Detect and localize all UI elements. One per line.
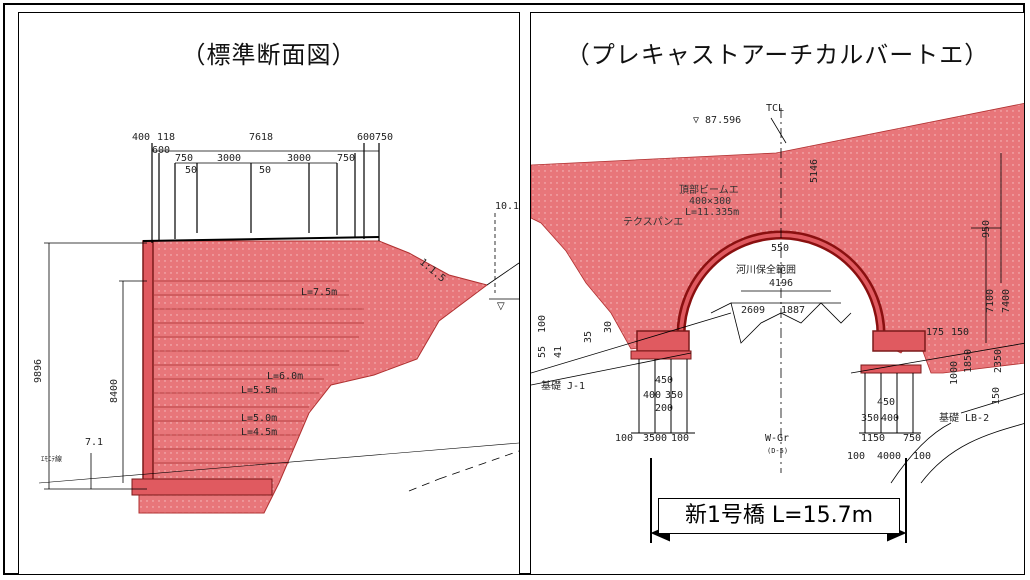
dim-118: 118 [157, 132, 175, 143]
dim-50-a: 50 [185, 165, 197, 176]
dim-2609: 2609 [741, 305, 765, 316]
retaining-wall [142, 240, 154, 490]
dim-1850: 1850 [963, 349, 974, 373]
left-footing [636, 330, 690, 352]
anchor-lines [153, 280, 364, 464]
small-note: ｴﾓﾆﾃ線 [41, 454, 62, 463]
texus-label: テクスパンエ [623, 216, 683, 228]
dim-100e: 100 [537, 315, 548, 333]
dim-100-b: 100 [671, 433, 689, 444]
tcl-label: TCL [766, 103, 784, 114]
dim-750-mid: 750 [337, 153, 355, 164]
arch-culvert-title: （プレキャストアーチカルバートエ） [565, 41, 990, 69]
dim-5146: 5146 [809, 159, 820, 183]
standard-section-drawing: 400 118 7618 600 750 600 750 3000 3000 7… [33, 132, 519, 514]
dim-400-r: 400 [881, 413, 899, 424]
dimension-lines [38, 213, 519, 492]
wgr-label: W-Gr [765, 433, 789, 444]
right-footing [872, 330, 926, 352]
dim-400: 400 [132, 132, 150, 143]
dim-1000: 1000 [949, 361, 960, 385]
dim-9896: 9896 [33, 359, 44, 383]
foundation-left: 基礎 J-1 [541, 379, 585, 392]
foundation-right: 基礎 LB-2 [939, 411, 989, 424]
beam-label-3: L=11.335m [685, 207, 739, 218]
piles [631, 359, 921, 434]
dim-600-left: 600 [152, 145, 170, 156]
right-base [860, 364, 922, 374]
dim-55: 55 [537, 346, 548, 358]
dim-3500: 3500 [643, 433, 667, 444]
standard-section-panel: （標準断面図） [18, 12, 520, 575]
dim-450: 450 [655, 375, 673, 386]
dim-150: 150 [951, 327, 969, 338]
dim-350-r: 350 [861, 413, 879, 424]
dim-100-c: 100 [847, 451, 865, 462]
reference-lines [531, 108, 1024, 484]
beam-label-1: 頂部ビームエ [679, 183, 739, 196]
anchor-length-4-5: L=4.5m [241, 427, 277, 438]
river-label: 河川保全範囲 [736, 263, 796, 276]
water-level-icon: ▽ [497, 301, 505, 312]
dim-3000-b: 3000 [287, 153, 311, 164]
dim-8400: 8400 [109, 379, 120, 403]
wgr-sub-label: (D-5) [767, 447, 788, 455]
dim-50-b: 50 [259, 165, 271, 176]
anchor-length-6-0: L=6.0m [267, 371, 303, 382]
dim-30: 30 [603, 321, 614, 333]
dim-175: 175 [926, 327, 944, 338]
dim-1887: 1887 [781, 305, 805, 316]
wall-footing [131, 478, 273, 496]
dim-400: 400 [643, 390, 661, 401]
beam-label-2: 400×300 [689, 196, 731, 207]
dim-550: 550 [771, 243, 789, 254]
embankment-fill [138, 240, 489, 514]
dim-7400: 7400 [1001, 289, 1012, 313]
railing-structure [142, 143, 380, 243]
dim-100-a: 100 [615, 433, 633, 444]
dim-4000: 4000 [877, 451, 901, 462]
dim-150b: 150 [991, 387, 1002, 405]
dim-200: 200 [655, 403, 673, 414]
anchor-length-5-5: L=5.5m [241, 385, 277, 396]
arch-culvert-drawing: ▽ 87.596 TCL 5146 頂部ビームエ 400×300 L=11.33… [531, 102, 1024, 543]
dim-750-right: 750 [375, 132, 393, 143]
dim-350: 350 [665, 390, 683, 401]
dim-1150: 1150 [861, 433, 885, 444]
dim-750-r: 750 [903, 433, 921, 444]
standard-section-title: （標準断面図） [181, 41, 357, 69]
dim-3000-a: 3000 [217, 153, 241, 164]
dim-7100: 7100 [985, 289, 996, 313]
elevation-label: ▽ 87.596 [693, 115, 741, 126]
dim-2350: 2350 [993, 349, 1004, 373]
dim-950: 950 [981, 220, 992, 238]
anchor-length-5-0: L=5.0m [241, 413, 277, 424]
dim-450-r: 450 [877, 397, 895, 408]
dim-41: 41 [553, 346, 564, 358]
dim-100-d: 100 [913, 451, 931, 462]
dim-600-right: 600 [357, 132, 375, 143]
dim-7618: 7618 [249, 132, 273, 143]
elev-10-1: 10.1 [495, 201, 519, 212]
dim-4196: 4196 [769, 278, 793, 289]
elev-7-1: 7.1 [85, 437, 103, 448]
bridge-span-label: 新1号橋 L=15.7m [658, 498, 900, 534]
dim-35: 35 [583, 331, 594, 343]
arch-culvert-panel: （プレキャストアーチカルバートエ） [530, 12, 1025, 575]
anchor-length-7-5: L=7.5m [301, 287, 337, 298]
dim-750-left: 750 [175, 153, 193, 164]
